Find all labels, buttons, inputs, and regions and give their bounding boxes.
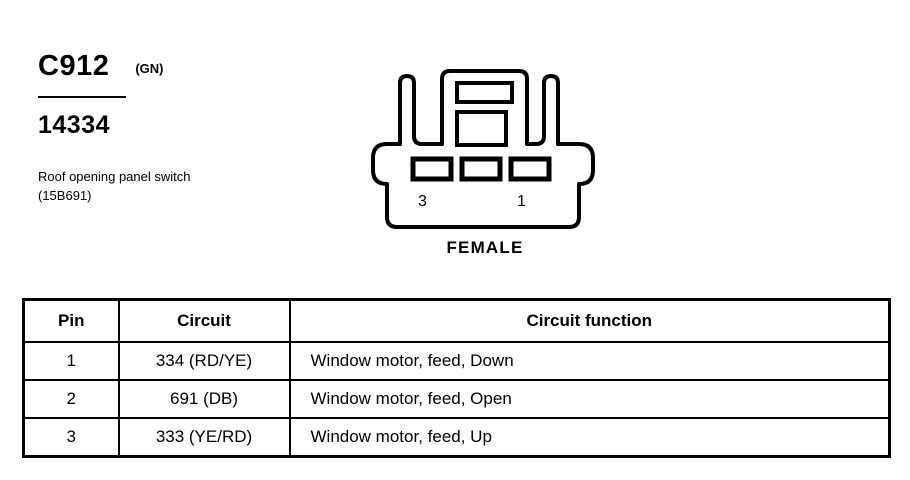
pin-marker-3: 3 (418, 193, 427, 211)
connector-diagram: 3 1 FEMALE (345, 52, 625, 272)
connector-description: Roof opening panel switch (15B691) (38, 169, 191, 203)
connector-id-underline (38, 96, 126, 98)
connector-right-tab (525, 74, 560, 146)
connector-id: C912 (38, 50, 110, 82)
connector-left-tab (398, 74, 444, 146)
terminal-slot-2 (459, 156, 503, 182)
cell-function: Window motor, feed, Down (288, 341, 891, 381)
table-row: 2 691 (DB) Window motor, feed, Open (22, 379, 891, 419)
connector-header: C912 (GN) 14334 Roof opening panel switc… (38, 52, 268, 206)
pin-marker-1: 1 (517, 193, 526, 211)
connector-outline-svg (371, 69, 595, 229)
connector-id-row: C912 (GN) (38, 52, 268, 90)
pinout-table: Pin Circuit Circuit function 1 334 (RD/Y… (22, 298, 891, 458)
column-header-function: Circuit function (288, 298, 891, 343)
pin-marker-label: 3 (418, 193, 427, 210)
cell-circuit: 333 (YE/RD) (117, 417, 291, 458)
column-header-circuit: Circuit (117, 298, 291, 343)
terminal-slot-3 (410, 156, 454, 182)
pin-marker-label: 1 (517, 193, 526, 210)
connector-latch-window (455, 81, 514, 104)
connector-center-cavity (455, 110, 508, 147)
table-row: 3 333 (YE/RD) Window motor, feed, Up (22, 417, 891, 458)
connector-latch-outline (440, 69, 529, 146)
table-row: 1 334 (RD/YE) Window motor, feed, Down (22, 341, 891, 381)
cell-pin: 2 (22, 379, 120, 419)
cell-circuit: 691 (DB) (117, 379, 291, 419)
cell-function: Window motor, feed, Up (288, 417, 891, 458)
cell-pin: 3 (22, 417, 120, 458)
cell-pin: 1 (22, 341, 120, 381)
connector-color-code: (GN) (135, 61, 164, 76)
connector-body-outline (371, 142, 595, 229)
table-header-row: Pin Circuit Circuit function (22, 298, 891, 343)
cell-function: Window motor, feed, Open (288, 379, 891, 419)
terminal-slot-1 (508, 156, 552, 182)
cell-circuit: 334 (RD/YE) (117, 341, 291, 381)
column-header-pin: Pin (22, 298, 120, 343)
connector-gender-label: FEMALE (446, 238, 524, 257)
connector-part-number: 14334 (38, 111, 111, 139)
